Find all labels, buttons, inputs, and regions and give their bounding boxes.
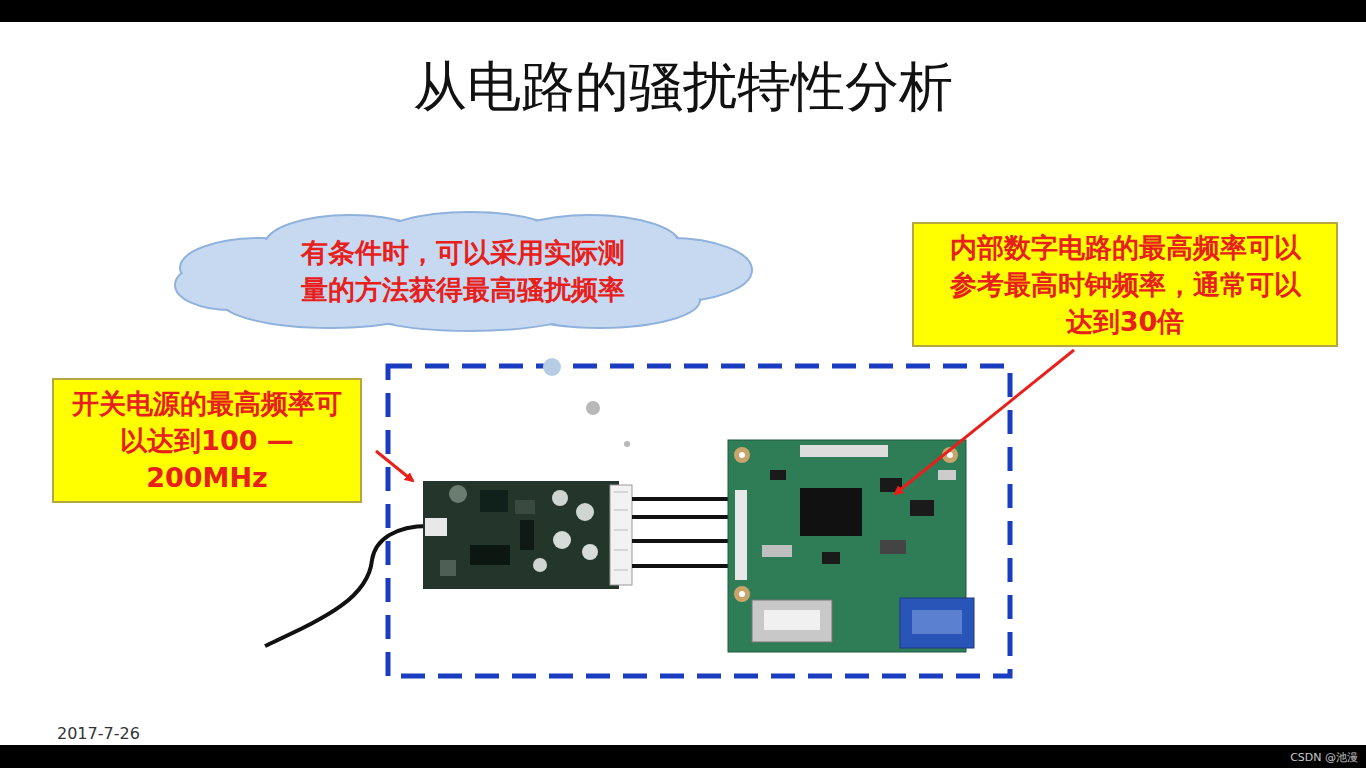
callout-box: 内部数字电路的最高频率可以参考最高时钟频率，通常可以达到30倍: [912, 222, 1338, 347]
slide-title: 从电路的骚扰特性分析: [0, 52, 1366, 122]
dot: [586, 401, 600, 415]
leader-arrow: [895, 350, 1074, 494]
callout-text: 有条件时，可以采用实际测量的方法获得最高骚扰频率: [288, 234, 638, 308]
power-cable: [265, 526, 432, 646]
top-bar: [0, 0, 1366, 22]
callout-text: 开关电源的最高频率可以达到100 — 200MHz: [69, 385, 345, 496]
dot: [624, 441, 630, 447]
bottom-bar: [0, 745, 1366, 768]
leader-arrow: [376, 451, 413, 481]
wires: [632, 499, 738, 566]
dashed-enclosure: [388, 366, 1010, 676]
cloud-shape: [170, 210, 756, 332]
watermark: CSDN @池漫: [1290, 751, 1358, 765]
callout-box: 开关电源的最高频率可以达到100 — 200MHz: [52, 378, 362, 503]
callout-text: 内部数字电路的最高频率可以参考最高时钟频率，通常可以达到30倍: [944, 229, 1306, 340]
dot: [543, 358, 561, 376]
power-board: [423, 481, 632, 589]
main-board: [728, 440, 974, 652]
cloud-note: 有条件时，可以采用实际测量的方法获得最高骚扰频率: [170, 210, 756, 332]
date-label: 2017-7-26: [57, 724, 140, 744]
